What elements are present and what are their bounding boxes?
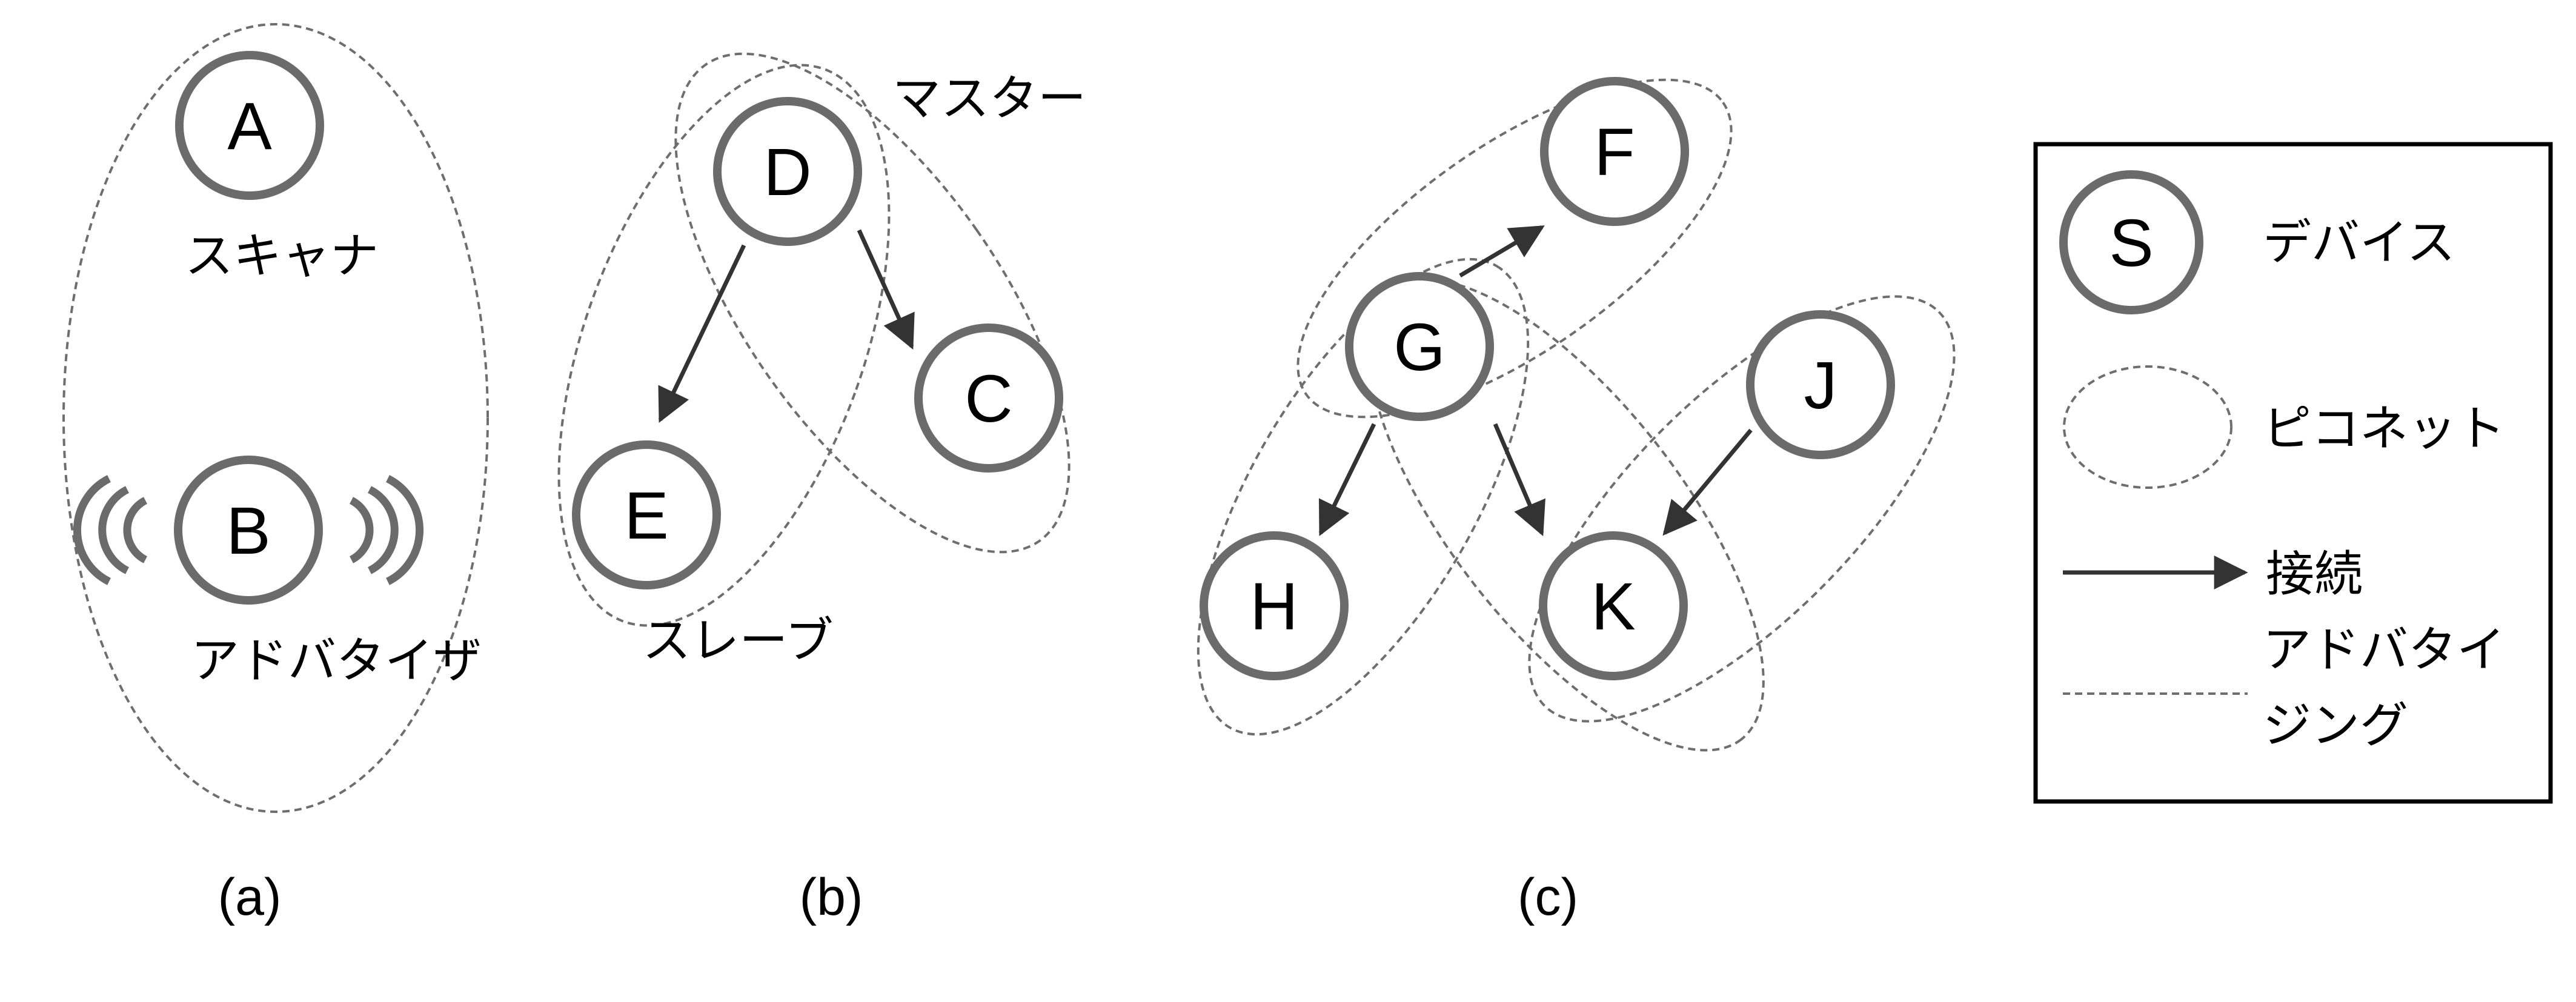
node-k: K xyxy=(1539,531,1688,680)
panel-b: D C E マスター スレーブ (b) xyxy=(557,52,1086,926)
node-b: B xyxy=(174,456,323,605)
caption-master: マスター xyxy=(892,70,1086,127)
node-c-label: C xyxy=(964,362,1012,436)
node-f: F xyxy=(1540,77,1689,226)
panel-label-b: (b) xyxy=(799,868,863,926)
node-k-label: K xyxy=(1591,569,1635,644)
legend-piconet-icon xyxy=(2063,365,2232,489)
node-a-label: A xyxy=(227,89,272,164)
node-e-label: E xyxy=(624,479,668,553)
legend-advertising-label-line1: アドバタイ xyxy=(2263,622,2505,678)
legend-device-icon: S xyxy=(2059,170,2203,314)
caption-slave: スレーブ xyxy=(642,612,833,669)
legend-device-label: デバイス xyxy=(2263,214,2455,271)
connection-d-e xyxy=(658,244,746,423)
node-h-label: H xyxy=(1250,569,1298,644)
legend-device-symbol: S xyxy=(2109,206,2153,280)
node-d: D xyxy=(713,97,862,246)
node-f-label: F xyxy=(1594,115,1635,190)
legend: S デバイス ピコネット 接続 アドバタイ ジング xyxy=(2033,142,2553,804)
legend-connection-label: 接続 xyxy=(2266,546,2363,602)
node-h: H xyxy=(1200,531,1349,680)
piconet-j-k xyxy=(1528,295,1956,723)
node-j: J xyxy=(1746,310,1895,459)
connection-g-k xyxy=(1493,423,1545,537)
node-c: C xyxy=(914,323,1063,473)
legend-box xyxy=(2033,142,2553,804)
panel-a: A スキャナ B アドバタイザ (a) xyxy=(62,23,489,926)
node-b-label: B xyxy=(226,494,270,568)
connection-d-c xyxy=(857,229,915,350)
connection-j-k xyxy=(1662,428,1753,536)
caption-advertiser: アドバタイザ xyxy=(191,632,482,689)
piconet-d-e xyxy=(557,64,891,627)
piconet-g-f xyxy=(1296,78,1733,419)
piconet-g-h xyxy=(1197,257,1530,736)
node-e: E xyxy=(572,440,721,589)
legend-piconet-label: ピコネット xyxy=(2263,400,2505,457)
advertising-waves-right-icon xyxy=(349,475,424,585)
connection-g-h xyxy=(1318,423,1376,537)
connection-g-f xyxy=(1459,225,1545,278)
node-d-label: D xyxy=(763,135,811,210)
node-j-label: J xyxy=(1804,348,1837,423)
legend-advertising-label-line2: ジング xyxy=(2263,697,2408,754)
caption-scanner: スキャナ xyxy=(185,228,379,284)
panel-label-c: (c) xyxy=(1518,868,1578,926)
advertising-waves-left-icon xyxy=(73,475,148,585)
piconet-d-c xyxy=(674,52,1071,554)
piconet-a xyxy=(62,23,489,813)
node-a: A xyxy=(175,51,324,200)
panel-label-a: (a) xyxy=(217,868,281,926)
node-g: G xyxy=(1345,272,1494,421)
panel-c: F G J H K (c) xyxy=(1197,77,1956,926)
node-g-label: G xyxy=(1393,310,1446,385)
